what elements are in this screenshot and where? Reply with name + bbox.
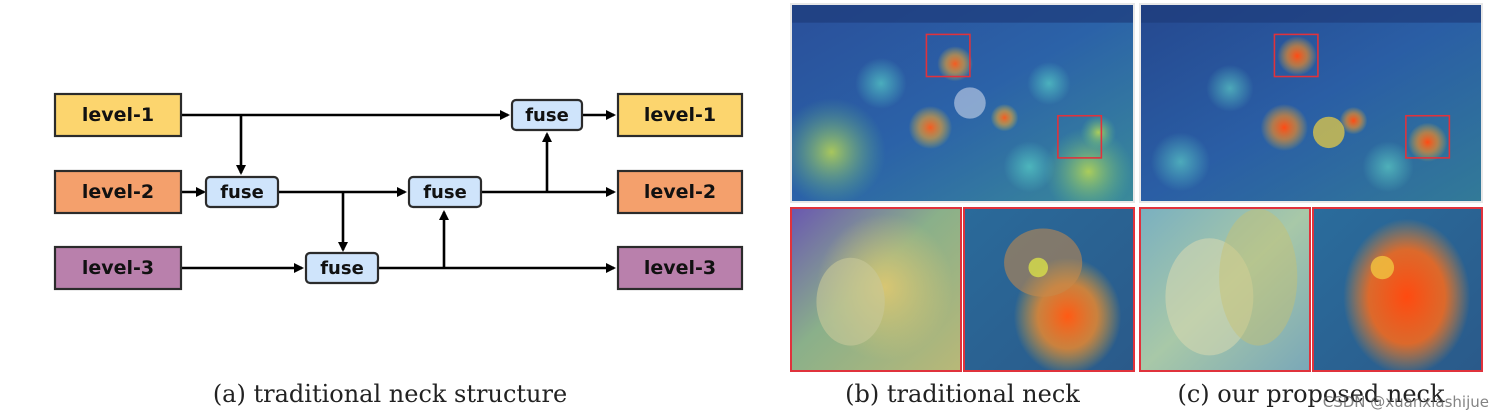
- output-level-3-label: level-3: [644, 257, 716, 279]
- input-level-2-box: [53, 169, 183, 215]
- caption-panel-b: (b) traditional neck: [845, 380, 1080, 408]
- fuse-node-1-label: fuse: [220, 182, 264, 203]
- input-level-1-box: [53, 92, 183, 138]
- input-level-2: level-2: [53, 169, 183, 215]
- heatmap-crop-attention-traditional: [963, 207, 1135, 372]
- heatmap-crowd-traditional: [790, 3, 1135, 203]
- fuse-node-top-label: fuse: [525, 105, 569, 126]
- fuse-node-top-box: [510, 98, 584, 132]
- output-level-2: level-2: [616, 169, 744, 215]
- fuse-node-1: fuse: [204, 175, 280, 209]
- fuse-node-2-label: fuse: [320, 258, 364, 279]
- output-level-1-box: [616, 92, 744, 138]
- fuse-node-1-box: [204, 175, 280, 209]
- neck-structure-diagram: level-1 level-2 level-3 fuse fuse fuse f…: [53, 92, 744, 291]
- input-level-2-label: level-2: [82, 181, 154, 203]
- input-level-1-label: level-1: [82, 104, 154, 126]
- heatmap-crop-face-proposed: [1139, 207, 1311, 372]
- input-level-3-box: [53, 245, 183, 291]
- output-level-3: level-3: [616, 245, 744, 291]
- watermark: CSDN @xuanxiashijue: [1322, 393, 1489, 411]
- heatmap-crowd-proposed: [1139, 3, 1483, 203]
- caption-panel-c: (c) our proposed neck: [1177, 380, 1445, 408]
- output-level-1-label: level-1: [644, 104, 716, 126]
- fuse-node-2: fuse: [304, 251, 380, 285]
- edges: [181, 110, 616, 273]
- fuse-node-top: fuse: [510, 98, 584, 132]
- output-level-2-label: level-2: [644, 181, 716, 203]
- caption-panel-a: (a) traditional neck structure: [212, 380, 568, 408]
- fuse-node-3-box: [407, 175, 483, 209]
- output-level-3-box: [616, 245, 744, 291]
- input-level-1: level-1: [53, 92, 183, 138]
- fuse-node-3: fuse: [407, 175, 483, 209]
- fuse-node-2-box: [304, 251, 380, 285]
- input-level-3-label: level-3: [82, 257, 154, 279]
- fuse-node-3-label: fuse: [423, 182, 467, 203]
- heatmap-crop-attention-proposed: [1312, 207, 1483, 372]
- heatmap-crop-face-traditional: [790, 207, 962, 372]
- input-level-3: level-3: [53, 245, 183, 291]
- output-level-1: level-1: [616, 92, 744, 138]
- output-level-2-box: [616, 169, 744, 215]
